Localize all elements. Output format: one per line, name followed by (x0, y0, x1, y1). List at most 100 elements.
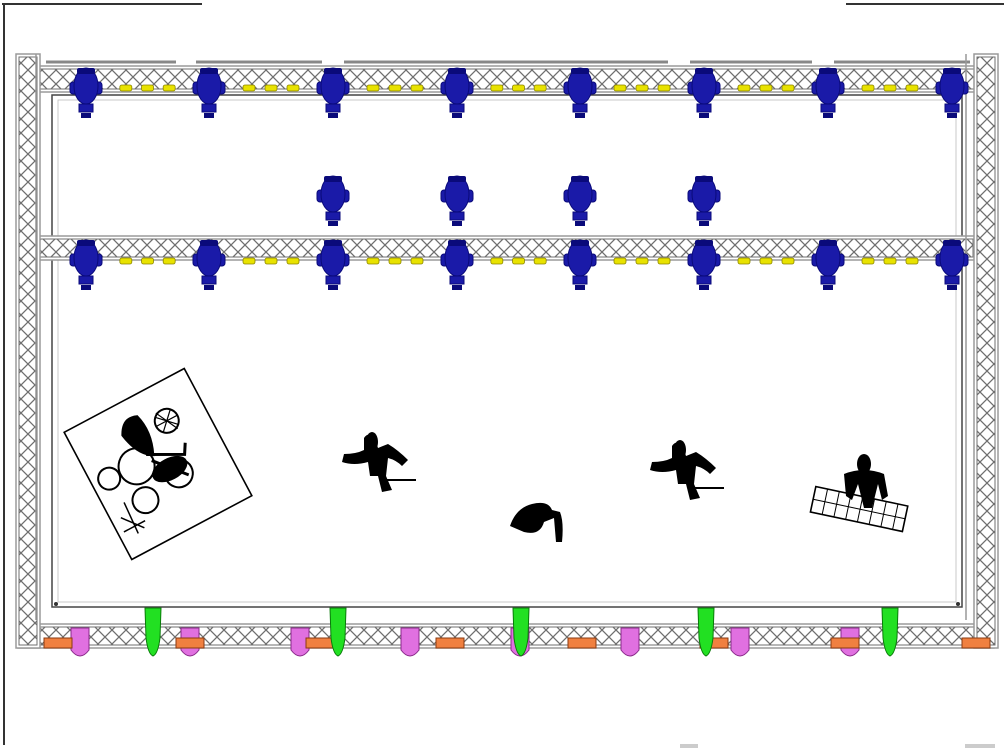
par-light-icon (759, 84, 773, 92)
keyboardist (809, 454, 909, 533)
par-light-icon (388, 257, 402, 265)
wash-light-icon (730, 627, 750, 657)
par-light-icon (905, 84, 919, 92)
ruler-marks (680, 744, 995, 748)
par-light-icon (141, 84, 154, 92)
moving-head-light-icon (687, 67, 721, 118)
truss-structure (15, 53, 999, 649)
drum-riser (63, 367, 253, 561)
par-light-icon (162, 84, 176, 92)
moving-head-light-icon (687, 239, 721, 290)
stage-deck (51, 94, 963, 608)
par-light-icon (861, 257, 875, 265)
performer-icon (650, 440, 724, 500)
par-light-icon (883, 84, 897, 92)
spot-light-icon (512, 607, 530, 657)
bassist (650, 440, 724, 500)
par-light-icon (861, 84, 875, 92)
spot-light-icon (881, 607, 899, 657)
par-light-icon (366, 257, 380, 265)
par-light-icon (613, 257, 627, 265)
strobe-light-icon (961, 637, 991, 649)
performers (63, 367, 909, 561)
performer-icon (342, 432, 416, 492)
moving-head-light-icon (440, 239, 474, 290)
par-light-icon (759, 257, 773, 265)
par-light-icon (737, 257, 751, 265)
par-light-icon (533, 84, 547, 92)
par-light-icon (242, 84, 256, 92)
spot-light-icon (697, 607, 715, 657)
page-frame (2, 3, 1004, 745)
par-light-icon (119, 84, 133, 92)
performer-icon (510, 502, 563, 542)
par-light-icon (657, 84, 671, 92)
par-light-icon (410, 84, 424, 92)
guitarist (342, 432, 416, 492)
singer (510, 502, 563, 542)
drum-kit-icon (97, 407, 194, 534)
keyboard-icon (809, 485, 909, 533)
stage-right-truss (973, 53, 999, 649)
par-light-icon (657, 257, 671, 265)
moving-head-light-icon (316, 239, 350, 290)
moving-head-light-icon (440, 175, 474, 226)
par-light-icon (242, 257, 256, 265)
strobe-light-icon (43, 637, 73, 649)
par-light-icon (490, 84, 504, 92)
par-light-icon (737, 84, 751, 92)
wash-light-icon (620, 627, 640, 657)
wash-light-icon (70, 627, 90, 657)
moving-head-light-icon (192, 239, 226, 290)
moving-head-light-icon (69, 67, 103, 118)
wash-light-icon (400, 627, 420, 657)
stage-deck-inner (57, 99, 957, 603)
par-light-icon (264, 257, 278, 265)
spot-light-icon (144, 607, 162, 657)
moving-head-light-icon (811, 67, 845, 118)
wash-light-icon (290, 627, 310, 657)
moving-head-light-icon (563, 239, 597, 290)
par-light-icon (119, 257, 133, 265)
strobe-light-icon (567, 637, 597, 649)
par-light-icon (490, 257, 504, 265)
par-light-icon (512, 257, 525, 265)
moving-head-light-icon (563, 175, 597, 226)
par-light-icon (905, 257, 919, 265)
lighting-fixtures (43, 67, 991, 657)
moving-head-light-icon (563, 67, 597, 118)
moving-head-light-icon (316, 67, 350, 118)
performer-icon (844, 454, 888, 508)
par-light-icon (512, 84, 525, 92)
par-light-icon (388, 84, 402, 92)
par-light-icon (533, 257, 547, 265)
par-light-icon (366, 84, 380, 92)
strobe-light-icon (830, 637, 860, 649)
par-light-icon (286, 84, 300, 92)
par-light-icon (781, 257, 795, 265)
moving-head-light-icon (316, 175, 350, 226)
strobe-light-icon (175, 637, 205, 649)
par-light-icon (264, 84, 278, 92)
par-light-icon (141, 257, 154, 265)
par-light-icon (781, 84, 795, 92)
strobe-light-icon (435, 637, 465, 649)
moving-head-light-icon (811, 239, 845, 290)
spot-light-icon (329, 607, 347, 657)
moving-head-light-icon (935, 67, 969, 118)
moving-head-light-icon (440, 67, 474, 118)
par-light-icon (410, 257, 424, 265)
moving-head-light-icon (687, 175, 721, 226)
par-light-icon (613, 84, 627, 92)
moving-head-light-icon (935, 239, 969, 290)
par-light-icon (162, 257, 176, 265)
par-light-icon (635, 257, 649, 265)
par-light-icon (286, 257, 300, 265)
par-light-icon (635, 84, 649, 92)
midstage-truss (17, 235, 977, 261)
moving-head-light-icon (192, 67, 226, 118)
moving-head-light-icon (69, 239, 103, 290)
par-light-icon (883, 257, 897, 265)
strobe-light-icon (305, 637, 335, 649)
